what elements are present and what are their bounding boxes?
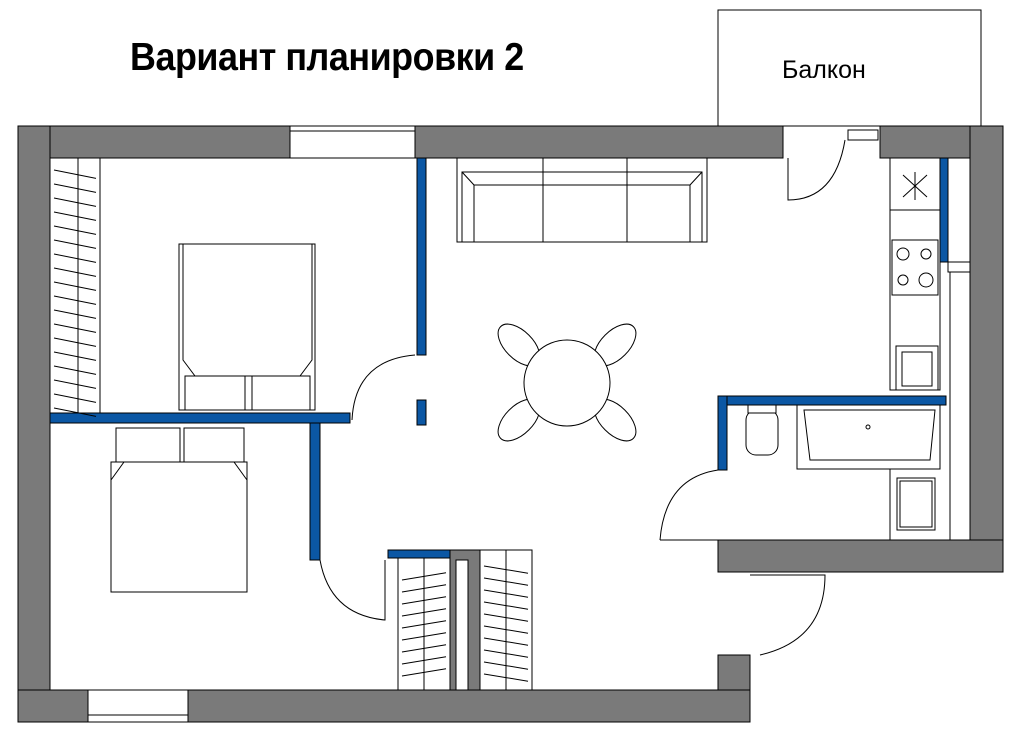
hatch-line: [53, 253, 97, 263]
partitions: [49, 157, 971, 561]
hatch-line: [53, 337, 97, 347]
hatch-line: [53, 295, 97, 305]
sofa: [456, 157, 708, 243]
hatch-line: [483, 649, 529, 658]
hatch-line: [401, 620, 447, 629]
hatch-line: [53, 407, 97, 417]
hatch-line: [53, 379, 97, 389]
hatch-line: [401, 644, 447, 653]
hatch-line: [53, 169, 97, 179]
wardrobe-hatching: [53, 169, 97, 417]
hatch-line: [53, 211, 97, 221]
window-top: [289, 125, 416, 159]
hatch-line: [401, 572, 447, 581]
hatch-line: [53, 281, 97, 291]
hatch-line: [483, 625, 529, 634]
window-bottom: [87, 689, 189, 723]
bed-bottom: [110, 427, 248, 593]
outer-walls: [17, 125, 1004, 723]
hatch-line: [483, 661, 529, 670]
dining-table: [497, 323, 637, 442]
hatch-line: [53, 393, 97, 403]
hatch-line: [401, 608, 447, 617]
hatch-line: [53, 351, 97, 361]
hatch-line: [401, 584, 447, 593]
hatch-line: [483, 601, 529, 610]
balcony-window: [847, 129, 879, 141]
hatch-line: [53, 365, 97, 375]
hatch-line: [53, 197, 97, 207]
hatch-line: [483, 673, 529, 682]
hatch-line: [401, 632, 447, 641]
hatch-line: [401, 668, 447, 677]
page-title: Вариант планировки 2: [130, 36, 524, 79]
balcony-label: Балкон: [782, 56, 866, 84]
wardrobe-hatching: [401, 565, 529, 682]
hatch-line: [483, 589, 529, 598]
bathroom: [745, 404, 941, 540]
hatch-line: [401, 656, 447, 665]
hatch-line: [53, 267, 97, 277]
hatch-line: [53, 183, 97, 193]
hatch-line: [483, 637, 529, 646]
doors: [319, 139, 846, 656]
wardrobe-left: [49, 157, 101, 414]
bed-top: [178, 243, 316, 411]
balcony: [717, 9, 982, 127]
hatch-line: [53, 309, 97, 319]
hatch-line: [53, 225, 97, 235]
hatch-line: [483, 565, 529, 574]
kitchen-counter: [889, 157, 941, 391]
hatch-line: [401, 596, 447, 605]
hatch-line: [483, 613, 529, 622]
hatch-line: [53, 323, 97, 333]
hatch-line: [53, 239, 97, 249]
hatch-line: [483, 577, 529, 586]
